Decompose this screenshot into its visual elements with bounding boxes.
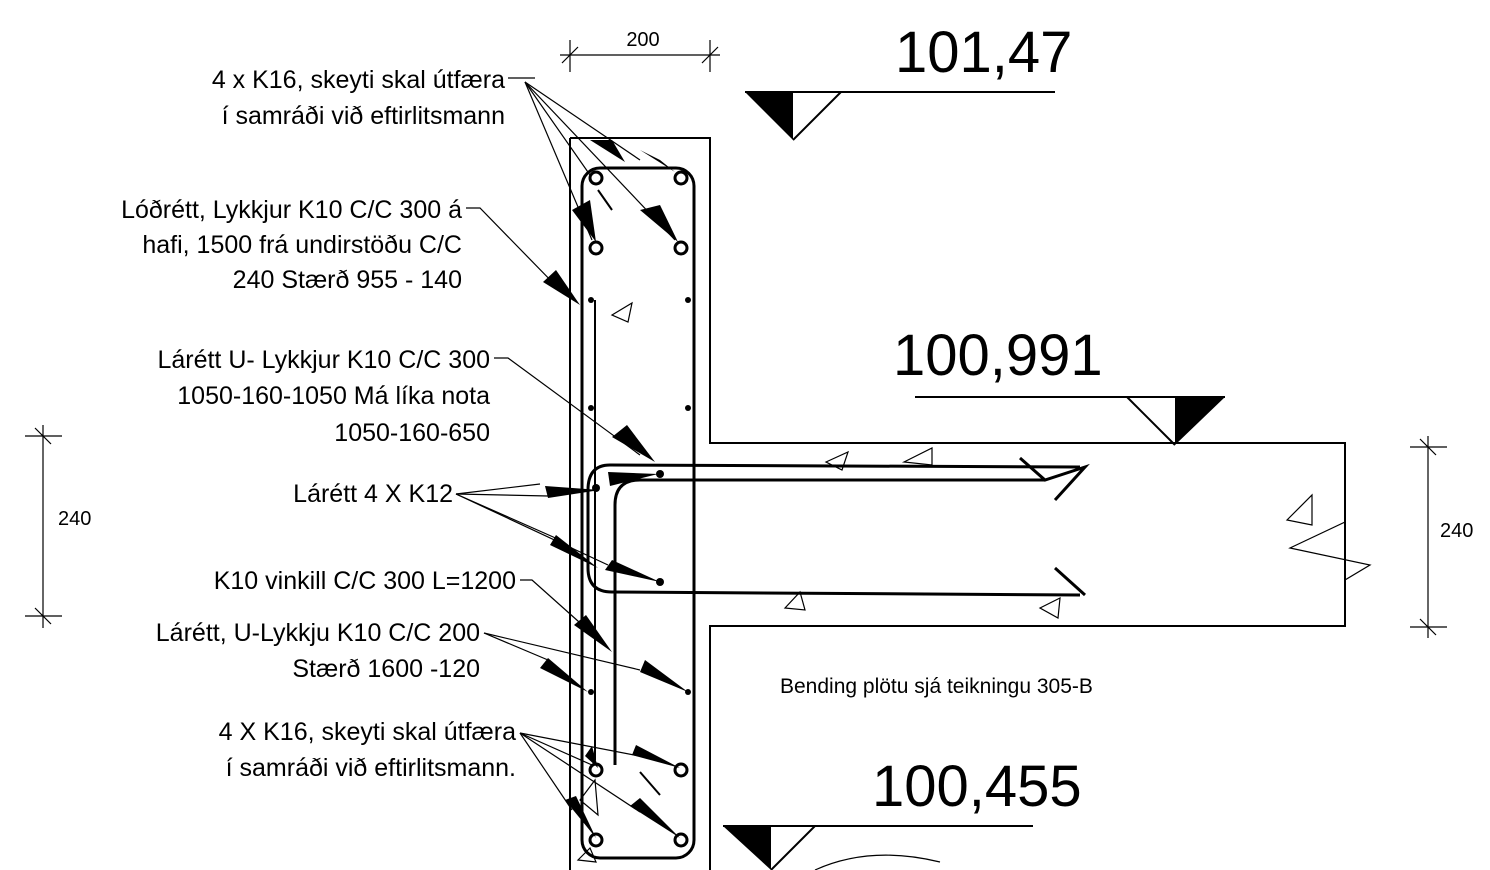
dimension-slab-right: 240	[1410, 436, 1473, 638]
elevation-top-text: 101,47	[895, 20, 1072, 85]
elevation-slab-text: 100,991	[893, 323, 1103, 388]
label-horizontal-u-loops-line2: 1050-160-1050 Má líka nota	[177, 382, 490, 410]
label-horizontal-u-loops: Lárétt U- Lykkjur K10 C/C 300 1050-160-1…	[157, 346, 490, 447]
label-horizontal-k12: Lárétt 4 X K12	[293, 480, 453, 508]
label-horizontal-u-k10-line2: Stærð 1600 -120	[292, 655, 480, 683]
dimension-slab-left-text: 240	[58, 508, 91, 530]
dimension-slab-right-text: 240	[1440, 520, 1473, 542]
label-horizontal-u-k10-line1: Lárétt, U-Lykkju K10 C/C 200	[156, 619, 480, 647]
elevation-bottom-text: 100,455	[872, 754, 1082, 819]
label-vertical-loops-line2: hafi, 1500 frá undirstöðu C/C	[142, 231, 462, 259]
label-vertical-loops: Lóðrétt, Lykkjur K10 C/C 300 á hafi, 150…	[121, 196, 462, 294]
dimension-wall-width: 200	[560, 29, 720, 72]
label-top-bars-line1: 4 x K16, skeyti skal útfæra	[212, 66, 505, 94]
label-top-bars-line2: í samráði við eftirlitsmann	[222, 102, 505, 130]
reinforcement-bars	[580, 166, 1090, 860]
elevation-marker-top: 101,47	[745, 20, 1072, 141]
label-bottom-bars-line1: 4 X K16, skeyti skal útfæra	[219, 718, 516, 746]
label-horizontal-u-k10: Lárétt, U-Lykkju K10 C/C 200 Stærð 1600 …	[156, 619, 480, 683]
label-angle-bar: K10 vinkill C/C 300 L=1200	[214, 567, 516, 595]
label-horizontal-u-loops-line1: Lárétt U- Lykkjur K10 C/C 300	[157, 346, 490, 374]
concrete-hatch-symbols	[576, 301, 1313, 863]
dimension-slab-left: 240	[25, 425, 91, 628]
elevation-marker-slab: 100,991	[893, 323, 1225, 446]
label-bottom-bars-line2: í samráði við eftirlitsmann.	[226, 754, 516, 782]
label-vertical-loops-line1: Lóðrétt, Lykkjur K10 C/C 300 á	[121, 196, 462, 224]
slab-bending-note: Bending plötu sjá teikningu 305-B	[780, 675, 1093, 698]
elevation-marker-bottom: 100,455	[723, 754, 1082, 870]
leader-lines	[455, 77, 688, 838]
break-line	[1288, 443, 1372, 626]
label-vertical-loops-line3: 240 Stærð 955 - 140	[233, 266, 462, 294]
dimension-wall-width-text: 200	[626, 29, 659, 51]
label-top-bars: 4 x K16, skeyti skal útfæra í samráði vi…	[212, 66, 505, 130]
label-bottom-bars: 4 X K16, skeyti skal útfæra í samráði vi…	[219, 718, 516, 782]
label-horizontal-u-loops-line3: 1050-160-650	[334, 419, 490, 447]
